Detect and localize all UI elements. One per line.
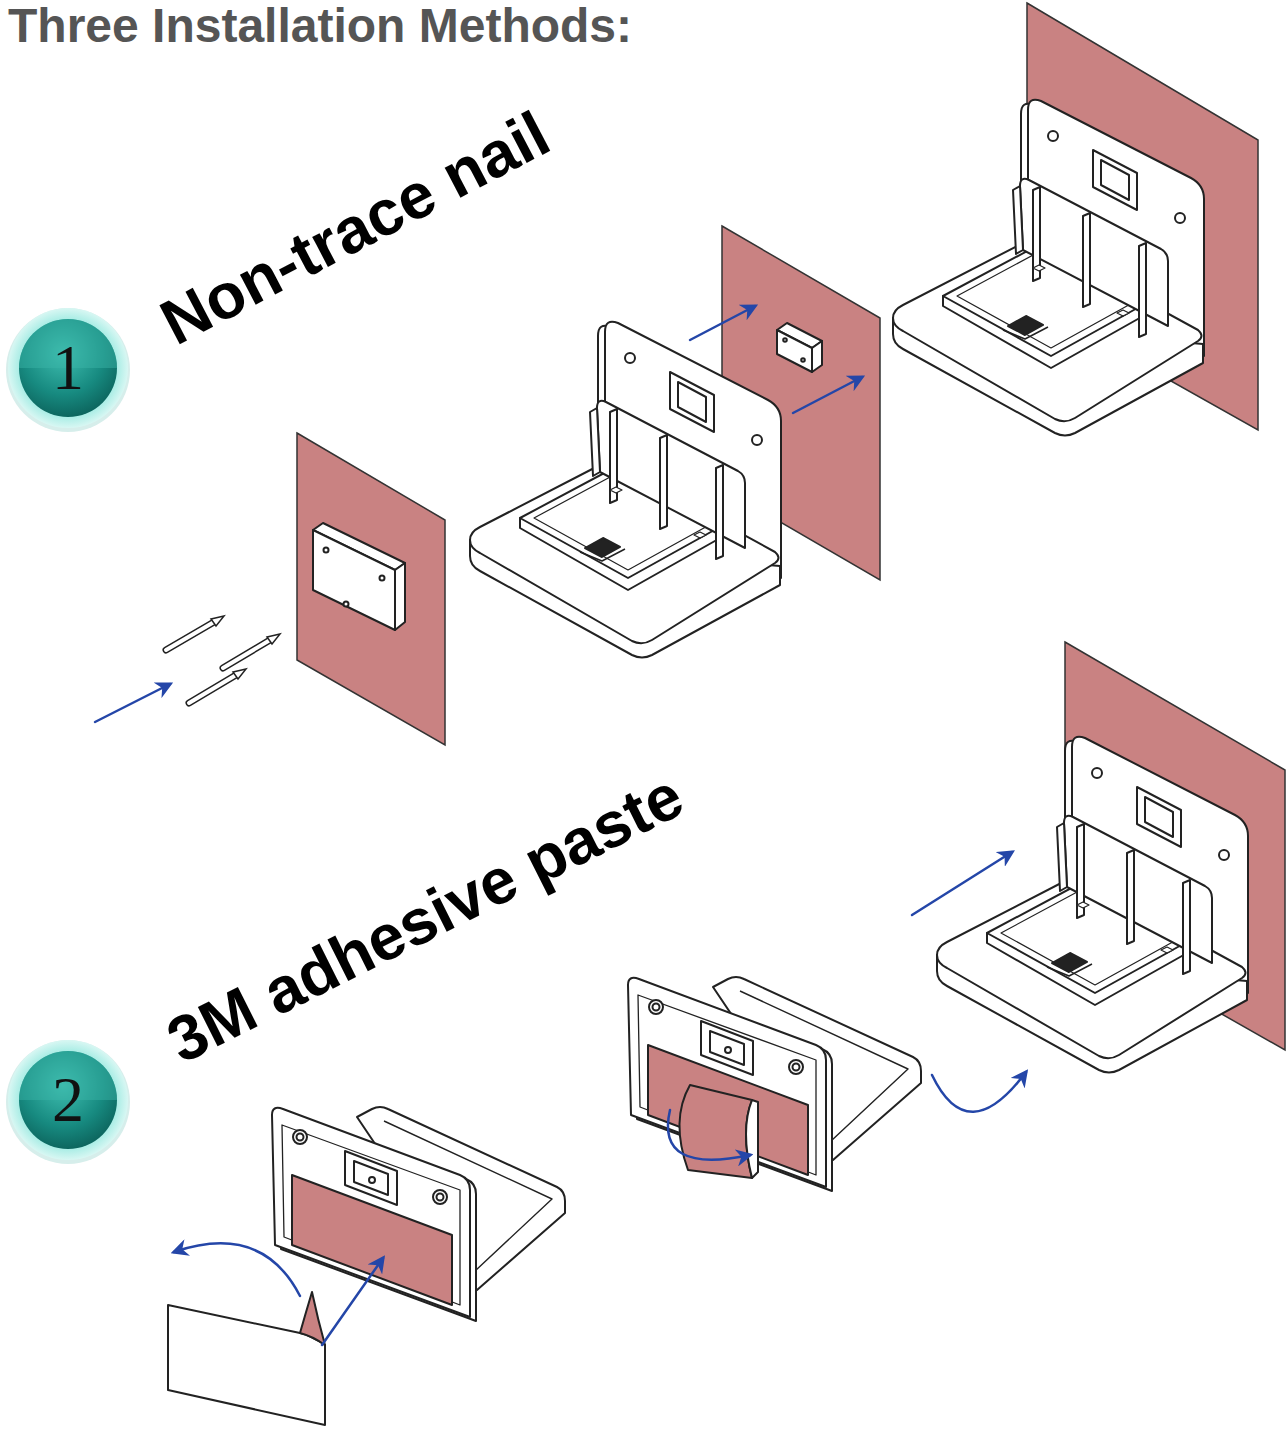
- holder-illustration: [893, 100, 1204, 436]
- release-liner: [679, 1085, 758, 1178]
- step-number: 1: [6, 306, 130, 430]
- liner-peel: [679, 1085, 752, 1178]
- direction-arrow: [912, 852, 1012, 915]
- direction-arrow: [95, 684, 170, 722]
- screw-hole: [801, 358, 805, 362]
- block-face: [777, 330, 812, 372]
- nail-tip: [211, 616, 224, 626]
- nail: [189, 669, 246, 703]
- wall-panel: [297, 433, 445, 745]
- motion-arrows: [95, 306, 1026, 1345]
- direction-arrow: [793, 377, 862, 413]
- screw-hole: [344, 602, 349, 607]
- nail-shaft: [166, 622, 214, 650]
- holder-back-view: [628, 977, 921, 1191]
- diagram-title: Three Installation Methods:: [8, 0, 632, 53]
- step-badge: 2: [6, 1038, 130, 1162]
- holder-back-view: [272, 1107, 565, 1321]
- liner-edge: [746, 1100, 758, 1178]
- mounting-block: [313, 523, 405, 630]
- direction-arrow: [322, 1258, 383, 1345]
- block-side: [395, 563, 405, 630]
- nail-shaft: [223, 640, 270, 668]
- rotate-arrow: [932, 1072, 1026, 1112]
- nail: [223, 634, 280, 668]
- direction-arrow: [690, 306, 755, 340]
- block-face: [313, 530, 395, 630]
- nail-shaft: [189, 675, 236, 703]
- step-number: 2: [6, 1038, 130, 1162]
- screw-hole: [380, 576, 385, 581]
- peel-arrow: [174, 1243, 300, 1296]
- nail: [166, 616, 224, 650]
- holder-illustration: [470, 322, 781, 658]
- block-side: [812, 341, 822, 372]
- step-badge: 1: [6, 306, 130, 430]
- nail-tip: [233, 669, 246, 679]
- nail-shaft: [189, 675, 236, 703]
- holder-illustration: [937, 737, 1248, 1073]
- mounting-block: [777, 323, 822, 372]
- nail-tip: [267, 634, 280, 644]
- release-liner: [168, 1292, 325, 1425]
- liner-sheet: [168, 1305, 325, 1425]
- nail-shaft: [223, 640, 270, 668]
- nail-shaft: [166, 622, 214, 650]
- liner-curl: [300, 1292, 325, 1345]
- peel-arrow: [668, 1110, 750, 1160]
- screw-hole: [783, 338, 787, 342]
- method-label: 3M adhesive paste: [158, 763, 692, 1073]
- screw-hole: [324, 548, 329, 553]
- method-label: Non-trace nail: [151, 101, 559, 355]
